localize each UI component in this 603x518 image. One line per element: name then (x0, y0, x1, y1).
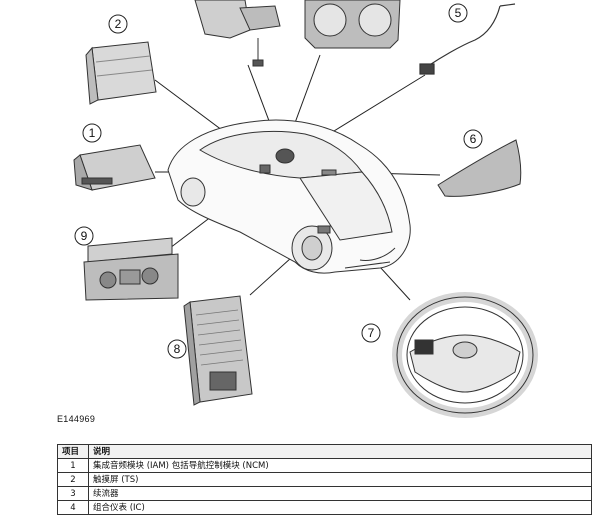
row-description: 续流器 (88, 486, 592, 501)
legend-table: 项目 说明 1 集成音频模块 (IAM) 包括导航控制模块 (NCM) 2 触摸… (57, 444, 592, 515)
row-item: 4 (57, 500, 89, 515)
car-illustration (167, 119, 411, 274)
integrated-audio-module-part (73, 144, 156, 191)
antenna-cable-part (419, 3, 516, 75)
component-location-diagram: 2 1 5 6 7 8 9 (73, 0, 538, 418)
bracket-part-top (194, 0, 281, 67)
touch-screen-part (85, 41, 157, 105)
steering-wheel-part (392, 292, 538, 418)
callout-9: 9 (81, 229, 88, 243)
instrument-cluster-part (304, 0, 401, 49)
header-item: 项目 (57, 444, 89, 459)
amplifier-part (183, 295, 253, 406)
row-item: 1 (57, 458, 89, 473)
figure-id: E144969 (57, 414, 96, 424)
row-item: 2 (57, 472, 89, 487)
callout-5: 5 (455, 6, 462, 20)
row-description: 集成音频模块 (IAM) 包括导航控制模块 (NCM) (88, 458, 592, 473)
callout-8: 8 (174, 342, 181, 356)
header-description: 说明 (88, 444, 592, 459)
shark-fin-antenna-part (437, 139, 522, 197)
table-row: 4 组合仪表 (IC) (57, 500, 592, 515)
callout-labels: 2 1 5 6 7 8 9 (81, 6, 477, 356)
row-description: 触摸屏 (TS) (88, 472, 592, 487)
control-panel-part (83, 237, 179, 301)
row-item: 3 (57, 486, 89, 501)
table-row: 3 续流器 (57, 486, 592, 501)
row-description: 组合仪表 (IC) (88, 500, 592, 515)
callout-1: 1 (89, 126, 96, 140)
callout-circles (74, 3, 483, 359)
legend-header-row: 项目 说明 (57, 444, 592, 459)
callout-6: 6 (470, 132, 477, 146)
callout-2: 2 (115, 17, 122, 31)
callout-7: 7 (368, 326, 375, 340)
table-row: 1 集成音频模块 (IAM) 包括导航控制模块 (NCM) (57, 458, 592, 473)
table-row: 2 触摸屏 (TS) (57, 472, 592, 487)
